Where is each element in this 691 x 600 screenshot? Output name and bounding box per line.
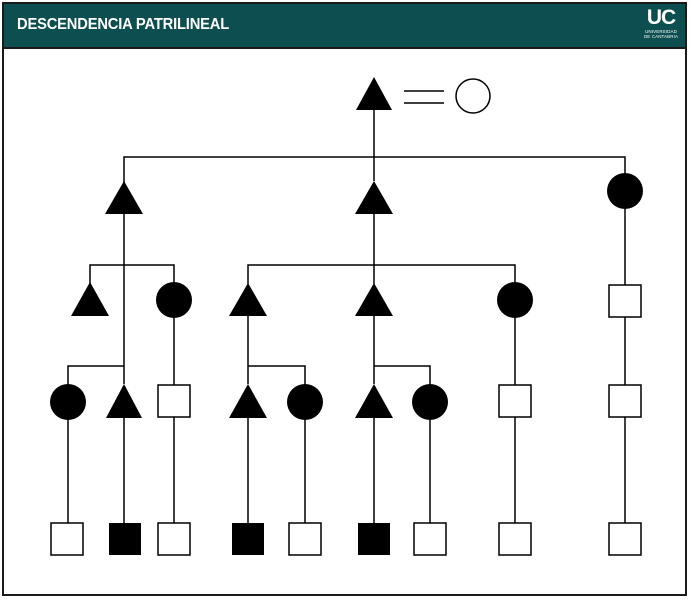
header-bar: DESCENDENCIA PATRILINEAL UC UNIVERSIDAD … — [4, 4, 685, 49]
sibling-bar-left-g3 — [89, 264, 175, 284]
filled-triangle-icon — [71, 282, 109, 316]
filled-square-icon — [109, 523, 141, 555]
logo-mark: UC — [646, 6, 676, 29]
empty-square-icon — [413, 522, 447, 556]
empty-square-icon — [608, 284, 642, 318]
sibling-bar-middle-g3 — [247, 264, 516, 284]
filled-circle-icon — [156, 282, 192, 318]
sibling-bar-left-g4 — [67, 365, 124, 385]
filled-square-icon — [232, 523, 264, 555]
sibling-bar-g2 — [123, 156, 626, 186]
filled-triangle-icon — [355, 384, 393, 418]
filled-triangle-icon — [105, 181, 143, 214]
logo-line-2: DE CANTABRIA — [643, 34, 679, 39]
connector-lines — [67, 90, 626, 523]
sibling-bar-g4 — [374, 365, 431, 385]
empty-square-icon — [608, 384, 642, 418]
filled-triangle-icon — [229, 384, 267, 418]
filled-triangle-icon — [355, 181, 393, 214]
filled-triangle-icon — [229, 283, 267, 316]
slide-title: DESCENDENCIA PATRILINEAL — [17, 16, 230, 33]
filled-circle-icon — [607, 173, 643, 209]
filled-circle-icon — [287, 384, 323, 420]
uc-logo: UC UNIVERSIDAD DE CANTABRIA — [643, 7, 679, 47]
filled-circle-icon — [412, 384, 448, 420]
sibling-bar-g4 — [248, 365, 306, 385]
filled-circle-icon — [50, 384, 86, 420]
empty-square-icon — [498, 384, 532, 418]
empty-square-icon — [50, 522, 84, 556]
filled-triangle-icon — [106, 384, 142, 418]
empty-circle-icon — [455, 78, 491, 114]
empty-square-icon — [157, 522, 191, 556]
empty-square-icon — [288, 522, 322, 556]
empty-square-icon — [157, 384, 191, 418]
filled-circle-icon — [497, 282, 533, 318]
logo-line-1: UNIVERSIDAD — [645, 29, 677, 34]
empty-square-icon — [608, 522, 642, 556]
empty-square-icon — [498, 522, 532, 556]
filled-square-icon — [358, 523, 390, 555]
filled-triangle-icon — [356, 77, 392, 110]
filled-triangle-icon — [355, 283, 393, 316]
